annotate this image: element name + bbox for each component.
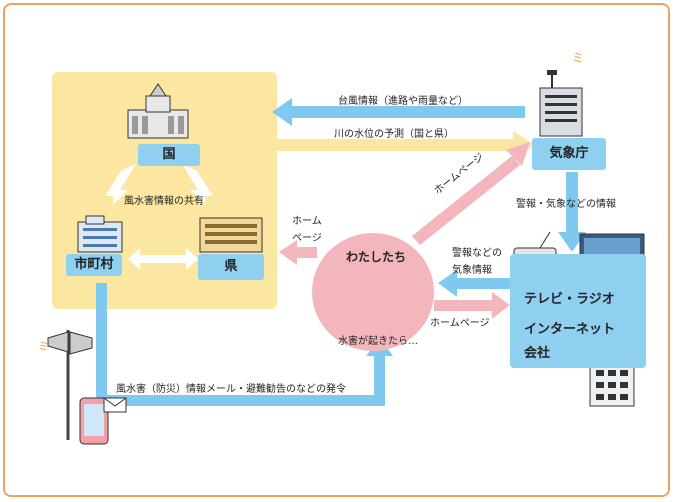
arrow-typhoon-info xyxy=(272,98,525,126)
flow-share-info: 風水害情報の共有 xyxy=(124,196,204,207)
smartphone-icon xyxy=(79,397,127,445)
arrow-kisho-to-media xyxy=(558,172,586,252)
media-line3: 会社 xyxy=(524,346,551,361)
flow-warning-media-2: 気象情報 xyxy=(452,265,492,276)
arrow-people-to-gov xyxy=(279,240,317,265)
arrow-people-to-kisho xyxy=(412,142,530,245)
flow-homepage-1: ホーム xyxy=(292,216,322,227)
arrow-people-to-media xyxy=(434,292,510,319)
node-kishocho: 気象庁 xyxy=(532,138,606,170)
node-ken: 県 xyxy=(198,254,264,280)
svg-text:ミ: ミ xyxy=(572,51,584,65)
flow-warning-media-1: 警報などの xyxy=(452,248,502,259)
node-kuni: 国 xyxy=(138,144,200,166)
flow-homepage-2: ページ xyxy=(292,233,322,244)
flow-notice: 風水害（防災）情報メール・避難勧告のなどの発令 xyxy=(116,384,346,395)
weather-agency-icon: ミ xyxy=(539,51,584,137)
media-line1: テレビ・ラジオ xyxy=(524,292,615,307)
flow-flood-happen: 水害が起きたら… xyxy=(338,336,418,347)
node-watashitachi: わたしたち xyxy=(346,250,407,264)
flow-river-forecast: 川の水位の予測（国と県） xyxy=(334,129,454,140)
parliament-icon xyxy=(127,83,189,139)
flow-typhoon-info: 台風情報（進路や雨量など） xyxy=(338,96,468,107)
arrow-share xyxy=(105,164,213,270)
node-shichoson: 市町村 xyxy=(66,254,122,276)
city-hall-icon xyxy=(77,215,123,253)
flow-homepage-media: ホームページ xyxy=(430,318,490,329)
flow-warning-kisho: 警報・気象などの情報 xyxy=(516,199,616,210)
arrow-media-to-people xyxy=(438,270,510,297)
svg-text:ミ: ミ xyxy=(38,340,49,353)
node-media xyxy=(510,254,646,368)
loudspeaker-icon: ミ xyxy=(38,330,93,440)
media-line2: インターネット xyxy=(524,322,616,337)
prefecture-building-icon xyxy=(199,217,263,253)
node-watashitachi-circle xyxy=(312,233,434,351)
